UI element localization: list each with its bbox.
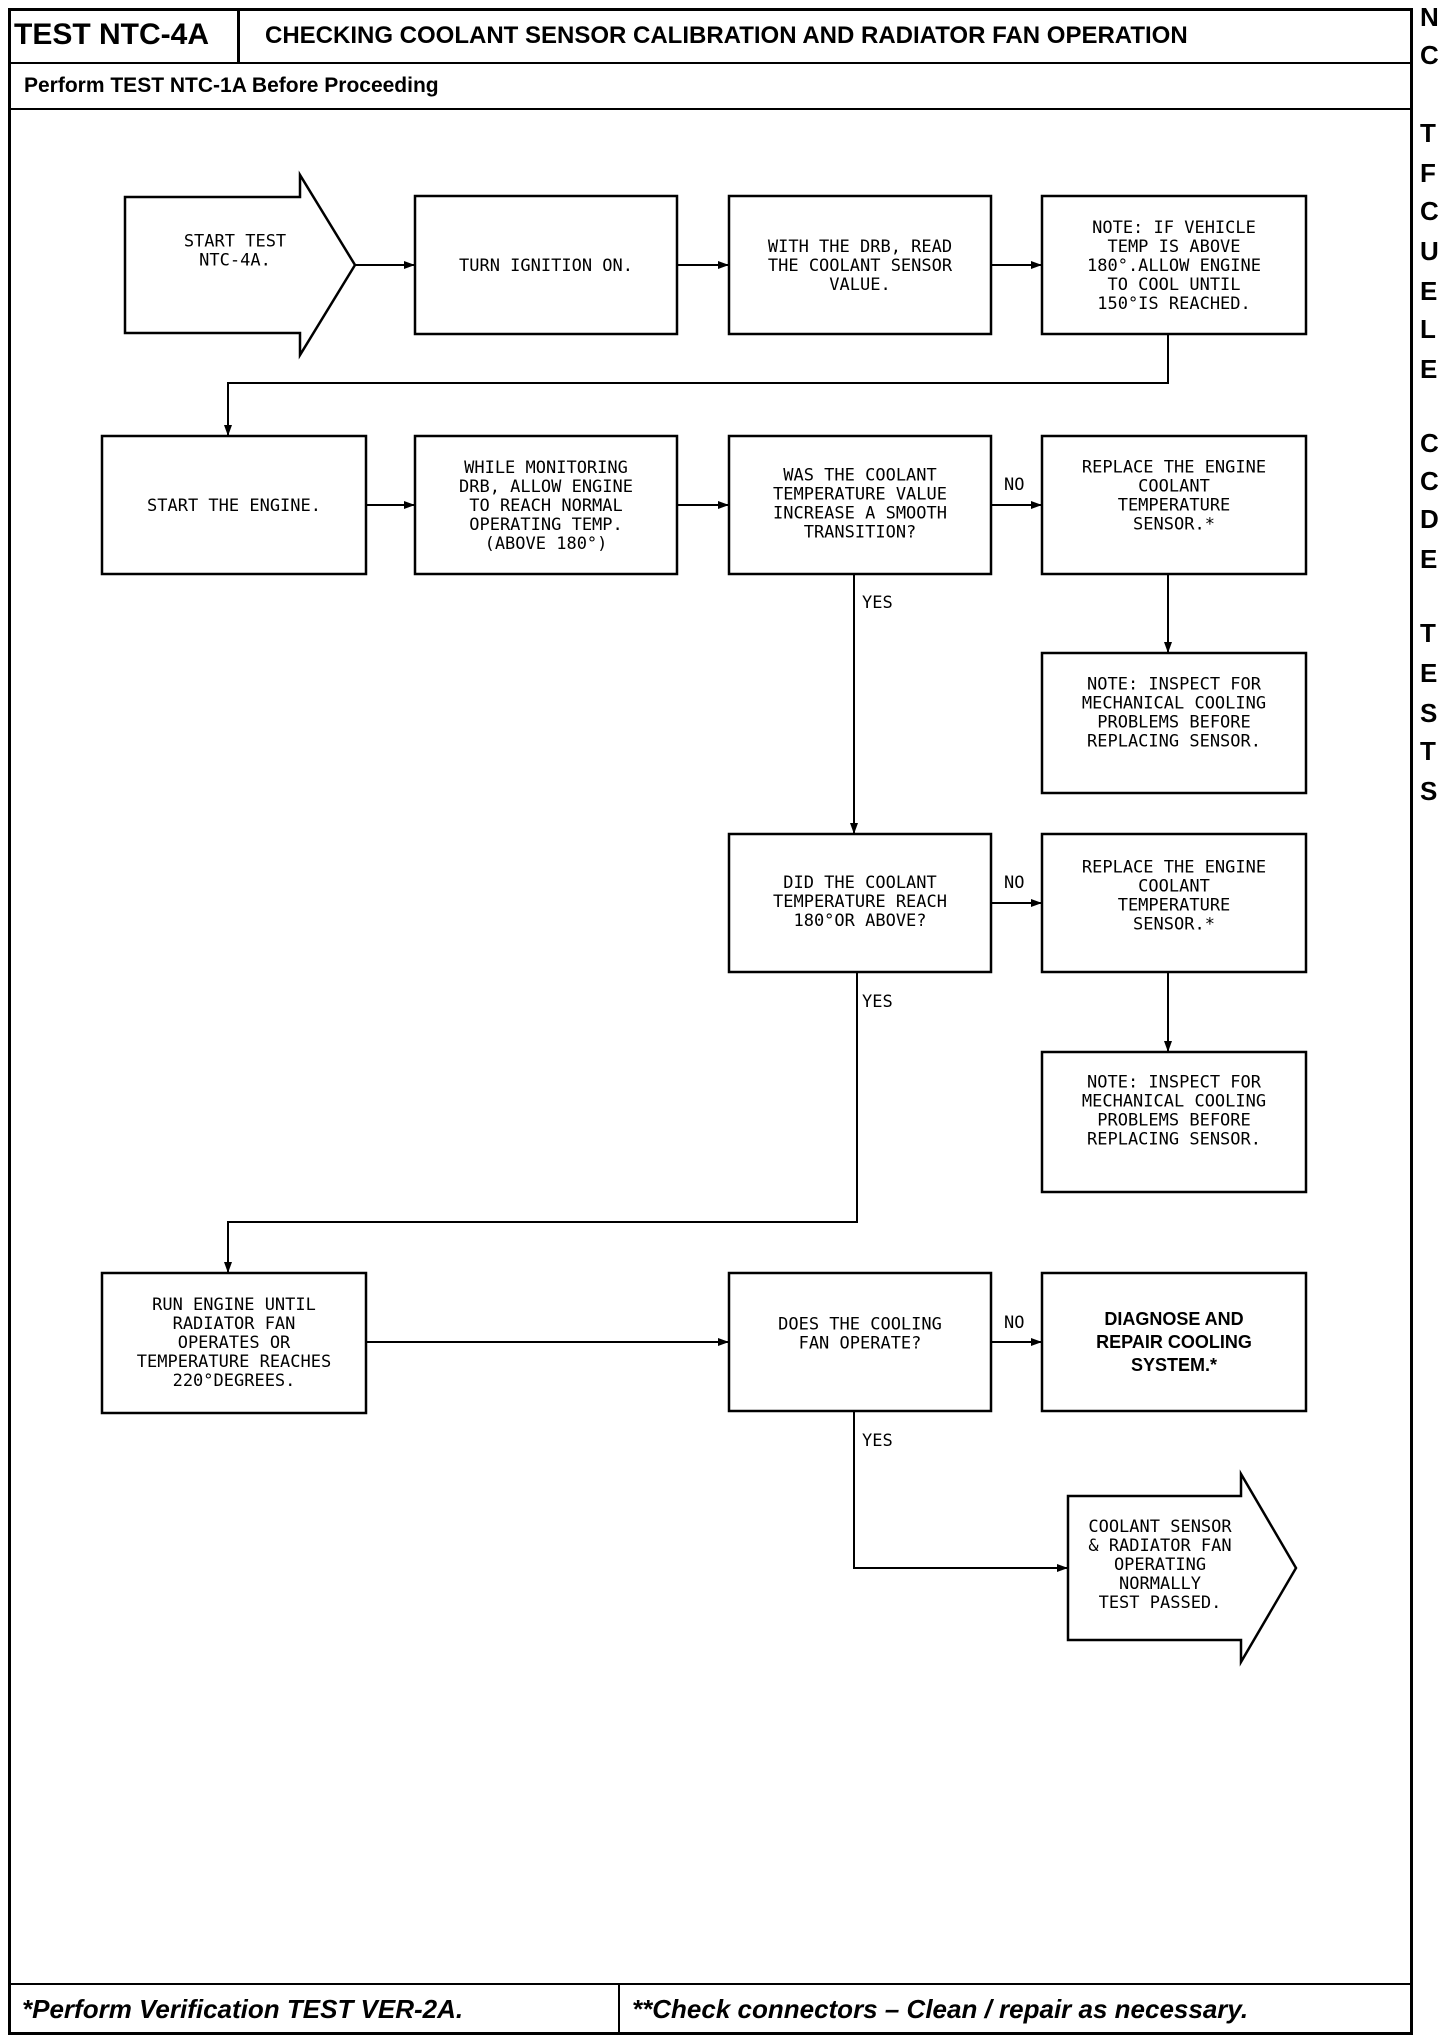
cropped-edge-letter: C	[1420, 428, 1439, 458]
box-note-inspect-2	[1040, 1050, 1308, 1194]
box-run-engine	[100, 1271, 368, 1415]
page-frame	[8, 8, 1413, 2035]
connector	[227, 334, 1169, 436]
connector	[227, 972, 858, 1273]
arrowhead	[1031, 1338, 1042, 1346]
arrowhead	[1031, 261, 1042, 269]
footer-bar	[8, 1983, 1413, 2035]
box-ignition-on	[413, 194, 679, 336]
box-fan-question	[727, 1271, 993, 1413]
arrowhead	[404, 501, 415, 509]
label-yes: YES	[862, 593, 893, 613]
footer-divider	[618, 1983, 620, 2035]
arrowhead	[1057, 1564, 1068, 1572]
box-note-cool	[1040, 194, 1308, 336]
start-test-arrow	[123, 170, 357, 360]
cropped-edge-letter: E	[1420, 658, 1438, 688]
cropped-edge-letter: D	[1420, 504, 1439, 534]
arrowhead	[224, 1262, 232, 1273]
label-no: NO	[1004, 873, 1024, 893]
box-reach-question	[727, 832, 993, 974]
cropped-edge-letter: C	[1420, 466, 1439, 496]
label-no: NO	[1004, 1313, 1024, 1333]
cropped-edge-letter: U	[1420, 236, 1439, 266]
box-smooth-question	[727, 434, 993, 576]
test-id: TEST NTC-4A	[8, 8, 240, 64]
start-engine-text: START THE ENGINE.	[147, 496, 321, 516]
arrowhead	[718, 1338, 729, 1346]
cropped-edge-letter: L	[1420, 314, 1436, 344]
cropped-edge-letter: N	[1420, 2, 1439, 32]
cropped-edge-letter: E	[1420, 354, 1438, 384]
header-bar	[8, 8, 1413, 64]
test-passed-arrow	[1066, 1469, 1298, 1667]
cropped-edge-letter: C	[1420, 196, 1439, 226]
cropped-edge-letter: S	[1420, 776, 1438, 806]
arrowhead	[404, 261, 415, 269]
footer-note-connectors: **Check connectors – Clean / repair as n…	[632, 1994, 1249, 2024]
label-yes: YES	[862, 992, 893, 1012]
box-diagnose	[1040, 1271, 1308, 1413]
arrowhead	[224, 425, 232, 436]
cropped-edge-letter: T	[1420, 618, 1436, 648]
box-replace-sensor-2	[1040, 832, 1308, 974]
label-yes: YES	[862, 1431, 893, 1451]
arrowhead	[1031, 899, 1042, 907]
ignition-text: TURN IGNITION ON.	[459, 256, 633, 276]
footer-note-verification: *Perform Verification TEST VER-2A.	[22, 1994, 464, 2024]
arrowhead	[850, 823, 858, 834]
arrowhead	[1164, 642, 1172, 653]
subtitle: Perform TEST NTC-1A Before Proceeding	[8, 64, 1413, 110]
box-note-inspect-1	[1040, 651, 1308, 795]
box-replace-sensor-1	[1040, 434, 1308, 576]
arrowhead	[1164, 1041, 1172, 1052]
cropped-edge-letter: S	[1420, 698, 1438, 728]
cropped-edge-letter: E	[1420, 544, 1438, 574]
label-no: NO	[1004, 475, 1024, 495]
box-monitor	[413, 434, 679, 576]
connector	[853, 1411, 1068, 1569]
cropped-edge-letter: E	[1420, 276, 1438, 306]
cropped-edge-letter: T	[1420, 118, 1436, 148]
arrowhead	[718, 261, 729, 269]
cropped-edge-letter: F	[1420, 158, 1436, 188]
cropped-edge-letter: C	[1420, 40, 1439, 70]
box-start-engine	[100, 434, 368, 576]
cropped-edge-letter: T	[1420, 736, 1436, 766]
page-title: CHECKING COOLANT SENSOR CALIBRATION AND …	[265, 22, 1188, 49]
arrowhead	[1031, 501, 1042, 509]
arrowhead	[718, 501, 729, 509]
